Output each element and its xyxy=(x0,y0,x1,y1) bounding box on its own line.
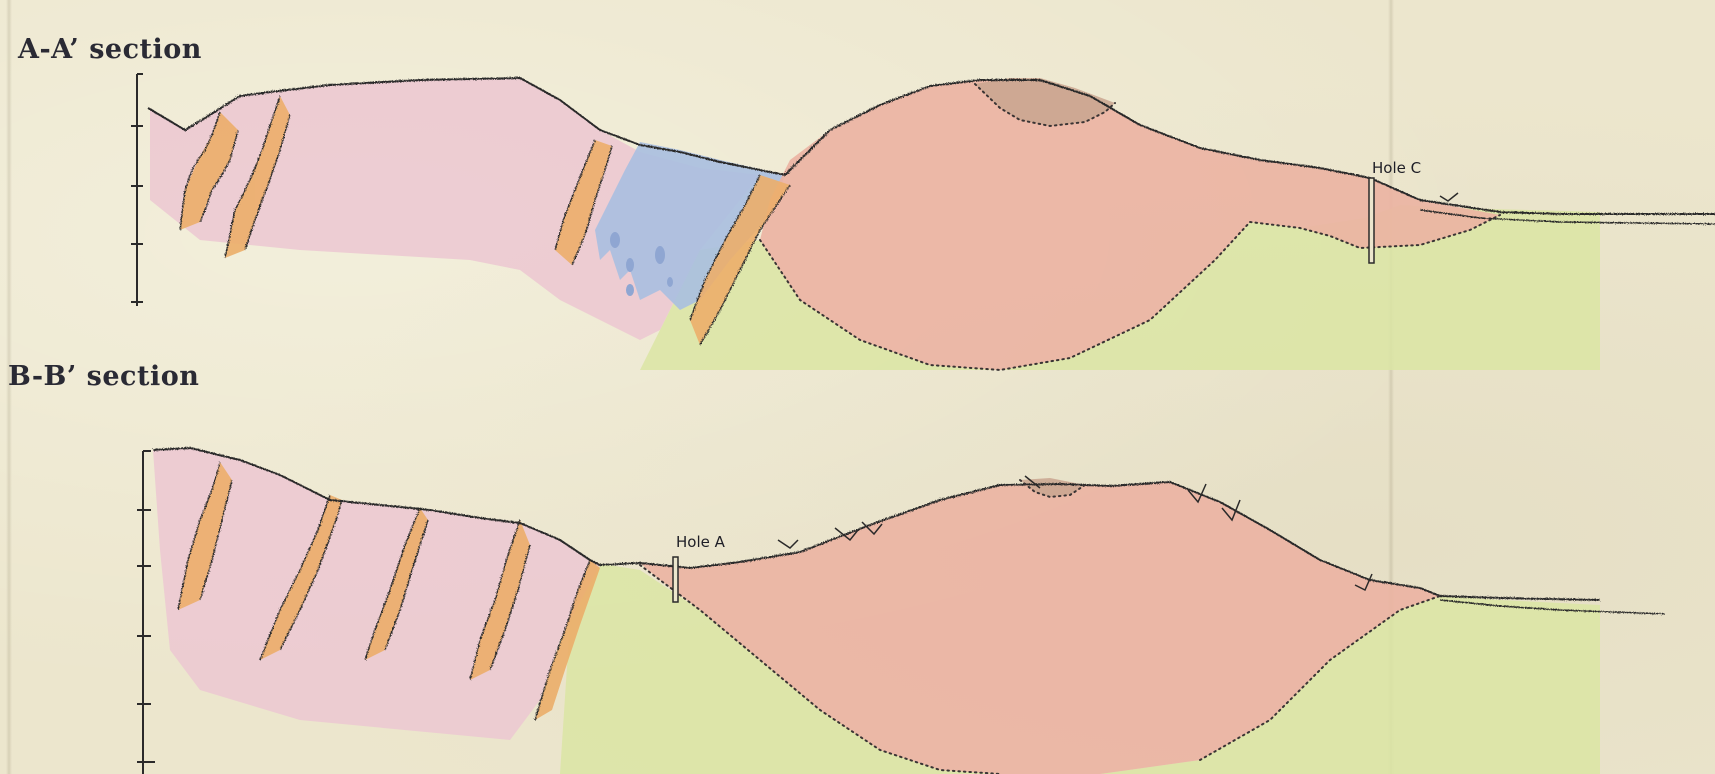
section-a-scale-bar xyxy=(131,74,143,306)
section-a-dip-tick xyxy=(1440,193,1458,201)
section-b-scale-bar xyxy=(137,451,155,774)
section-b-diagram: Hole A xyxy=(137,448,1665,774)
hole-c-label: Hole C xyxy=(1372,159,1421,177)
hole-a-label: Hole A xyxy=(676,533,726,551)
section-a-diagram: Hole C xyxy=(131,74,1715,370)
